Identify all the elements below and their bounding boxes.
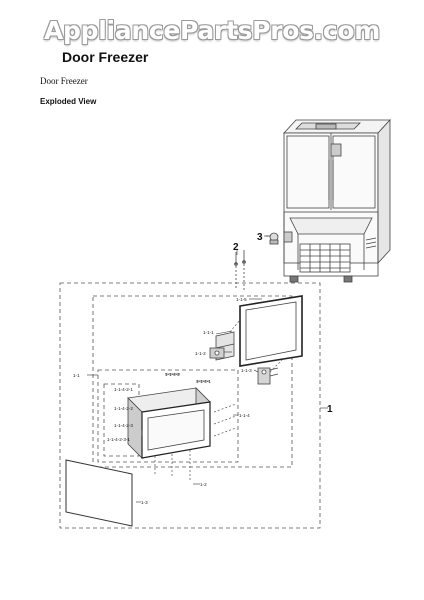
callout-1-1-4-2-2: 1-1-4-2-2 xyxy=(114,406,133,411)
page-title: Door Freezer xyxy=(62,49,149,65)
callout-3: 3 xyxy=(257,232,263,243)
assembly-1-outline xyxy=(59,282,321,529)
callout-1-2: 1-2 xyxy=(200,482,207,487)
callout-1-1-4-2-1: 1-1-4-2-1 xyxy=(114,387,133,392)
callout-1-1-3: 1-1-3 xyxy=(241,368,252,373)
callout-1-1-2: 1-1-2 xyxy=(195,351,206,356)
assembly-1-1-4-2-outline xyxy=(103,383,140,457)
callout-1-1-4-2: 1-1-4-2 xyxy=(165,372,180,377)
assembly-1-1-4-outline xyxy=(97,369,239,463)
part-1-1-4-door-panel xyxy=(127,387,211,459)
callout-1-1-4-2-3: 1-1-4-2-3 xyxy=(114,423,133,428)
callout-1-1-4-2-3-1: 1-1-4-2-3-1 xyxy=(107,437,130,442)
part-1-3-front-panel xyxy=(65,459,133,527)
page-subtitle: Door Freezer xyxy=(40,76,88,86)
callout-1-1-4-1: 1-1-4-1 xyxy=(196,379,211,384)
part-1-1-3-hinge xyxy=(257,367,279,385)
section-heading: Exploded View xyxy=(40,97,97,106)
callout-1-1-4: 1-1-4 xyxy=(239,413,250,418)
watermark-logo: AppliancePartsPros.com xyxy=(43,16,381,45)
assembly-outlines xyxy=(59,282,321,529)
assembly-1-1-outline xyxy=(92,295,293,468)
refrigerator-cabinet xyxy=(283,118,391,283)
callout-2: 2 xyxy=(233,242,239,253)
part-1-1-5-gasket-frame xyxy=(239,295,303,367)
part-1-1-2-hinge xyxy=(209,347,225,359)
callout-1-1-1: 1-1-1 xyxy=(203,330,214,335)
part-3-hinge-cap xyxy=(266,232,279,245)
callout-1-3: 1-3 xyxy=(141,500,148,505)
callout-1-1: 1-1 xyxy=(73,373,80,378)
callout-1: 1 xyxy=(327,404,333,415)
part-2-screws xyxy=(234,250,246,290)
callout-1-1-5: 1-1-5 xyxy=(236,297,247,302)
